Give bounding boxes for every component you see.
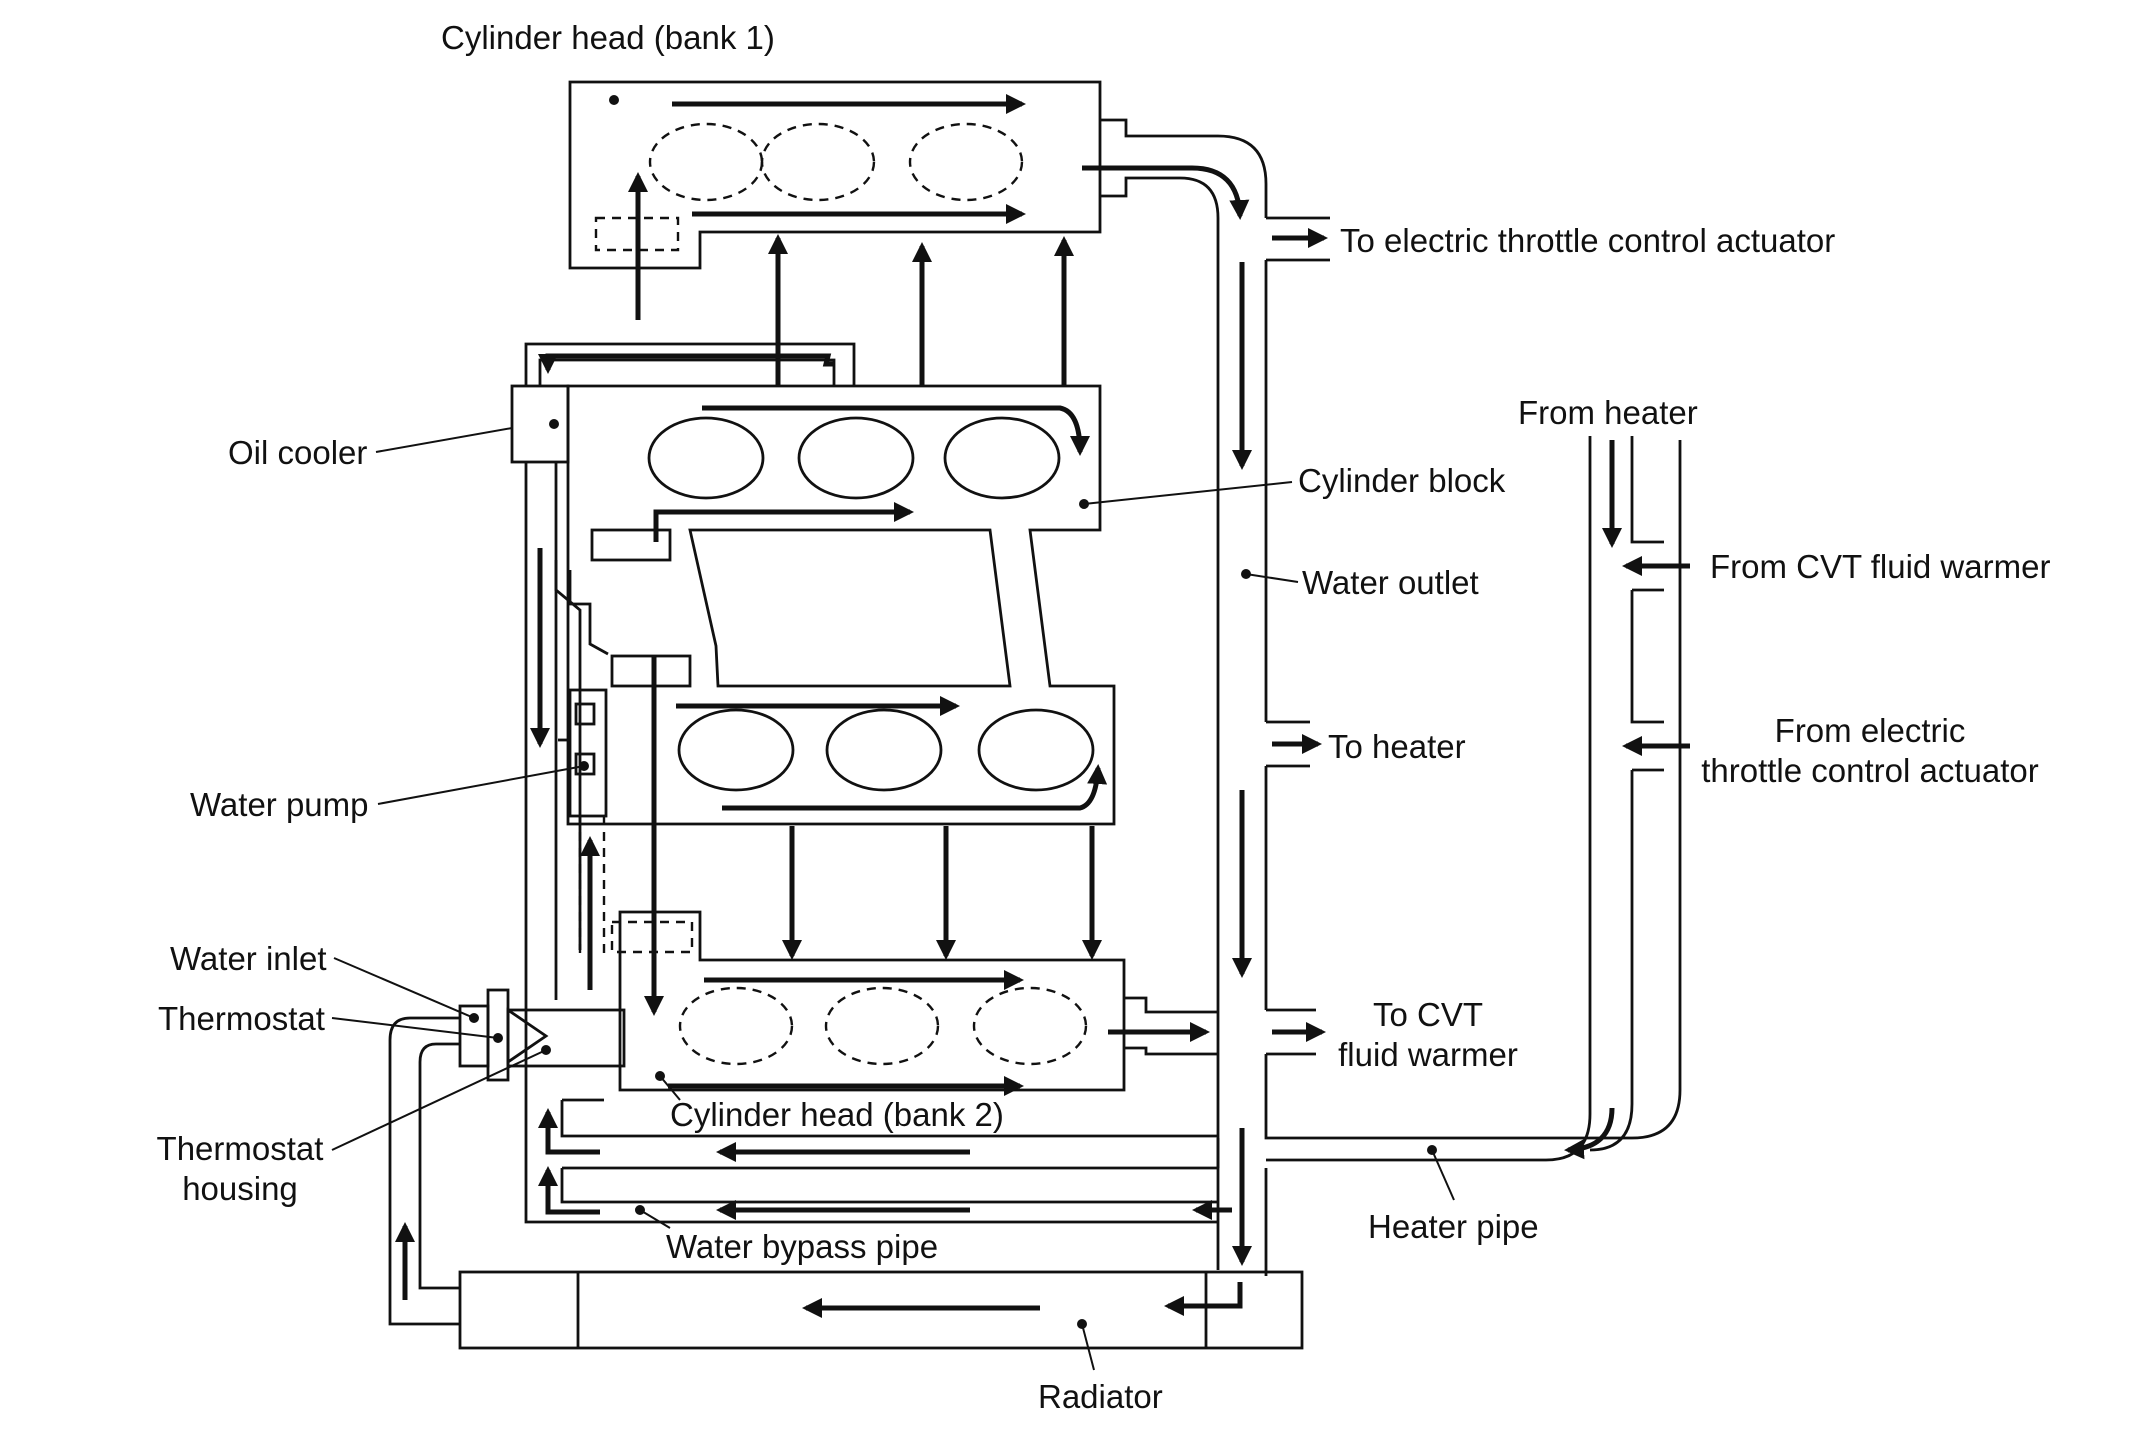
label-to-cvt-2: fluid warmer <box>1338 1036 1518 1073</box>
cylinder-head-bank2 <box>610 656 1218 1096</box>
water-pump <box>554 560 609 990</box>
label-to-electric-throttle: To electric throttle control actuator <box>1340 222 1835 259</box>
label-cylinder-head-bank1: Cylinder head (bank 1) <box>441 19 775 56</box>
label-water-inlet: Water inlet <box>170 940 327 977</box>
oil-cooler <box>510 342 856 464</box>
radiator-inlet-loop <box>388 1016 460 1326</box>
block-to-bank1-risers <box>768 234 1074 386</box>
bank1-outlet-pipe <box>1082 118 1268 1270</box>
label-heater-pipe: Heater pipe <box>1368 1208 1539 1245</box>
label-thermostat-housing-2: housing <box>182 1170 298 1207</box>
leader-lines <box>331 427 1455 1371</box>
cylinder-block <box>566 384 1116 826</box>
label-from-electric-throttle-1: From electric <box>1775 712 1966 749</box>
labels: Cylinder head (bank 1) To electric throt… <box>157 19 2051 1415</box>
label-cylinder-block: Cylinder block <box>1298 462 1506 499</box>
label-water-bypass-pipe: Water bypass pipe <box>666 1228 938 1265</box>
heater-return-pipe <box>1266 436 1690 1162</box>
cylinder-head-bank1 <box>568 80 1102 320</box>
label-from-heater: From heater <box>1518 394 1698 431</box>
label-thermostat-housing-1: Thermostat <box>157 1130 324 1167</box>
water-outlet-pipe <box>1216 216 1682 1276</box>
block-to-bank2-risers <box>782 826 1102 960</box>
label-radiator: Radiator <box>1038 1378 1163 1415</box>
label-from-cvt-fluid-warmer: From CVT fluid warmer <box>1710 548 2050 585</box>
label-to-heater: To heater <box>1328 728 1466 765</box>
label-water-outlet: Water outlet <box>1302 564 1479 601</box>
label-oil-cooler: Oil cooler <box>228 434 367 471</box>
label-water-pump: Water pump <box>190 786 369 823</box>
left-return-pipes <box>524 462 1218 1224</box>
label-from-electric-throttle-2: throttle control actuator <box>1701 752 2039 789</box>
label-cylinder-head-bank2: Cylinder head (bank 2) <box>670 1096 1004 1133</box>
label-thermostat: Thermostat <box>158 1000 325 1037</box>
water-bypass-pipes <box>538 1098 1232 1220</box>
radiator <box>458 1270 1304 1350</box>
label-to-cvt-1: To CVT <box>1373 996 1483 1033</box>
thermostat-housing <box>458 988 626 1082</box>
